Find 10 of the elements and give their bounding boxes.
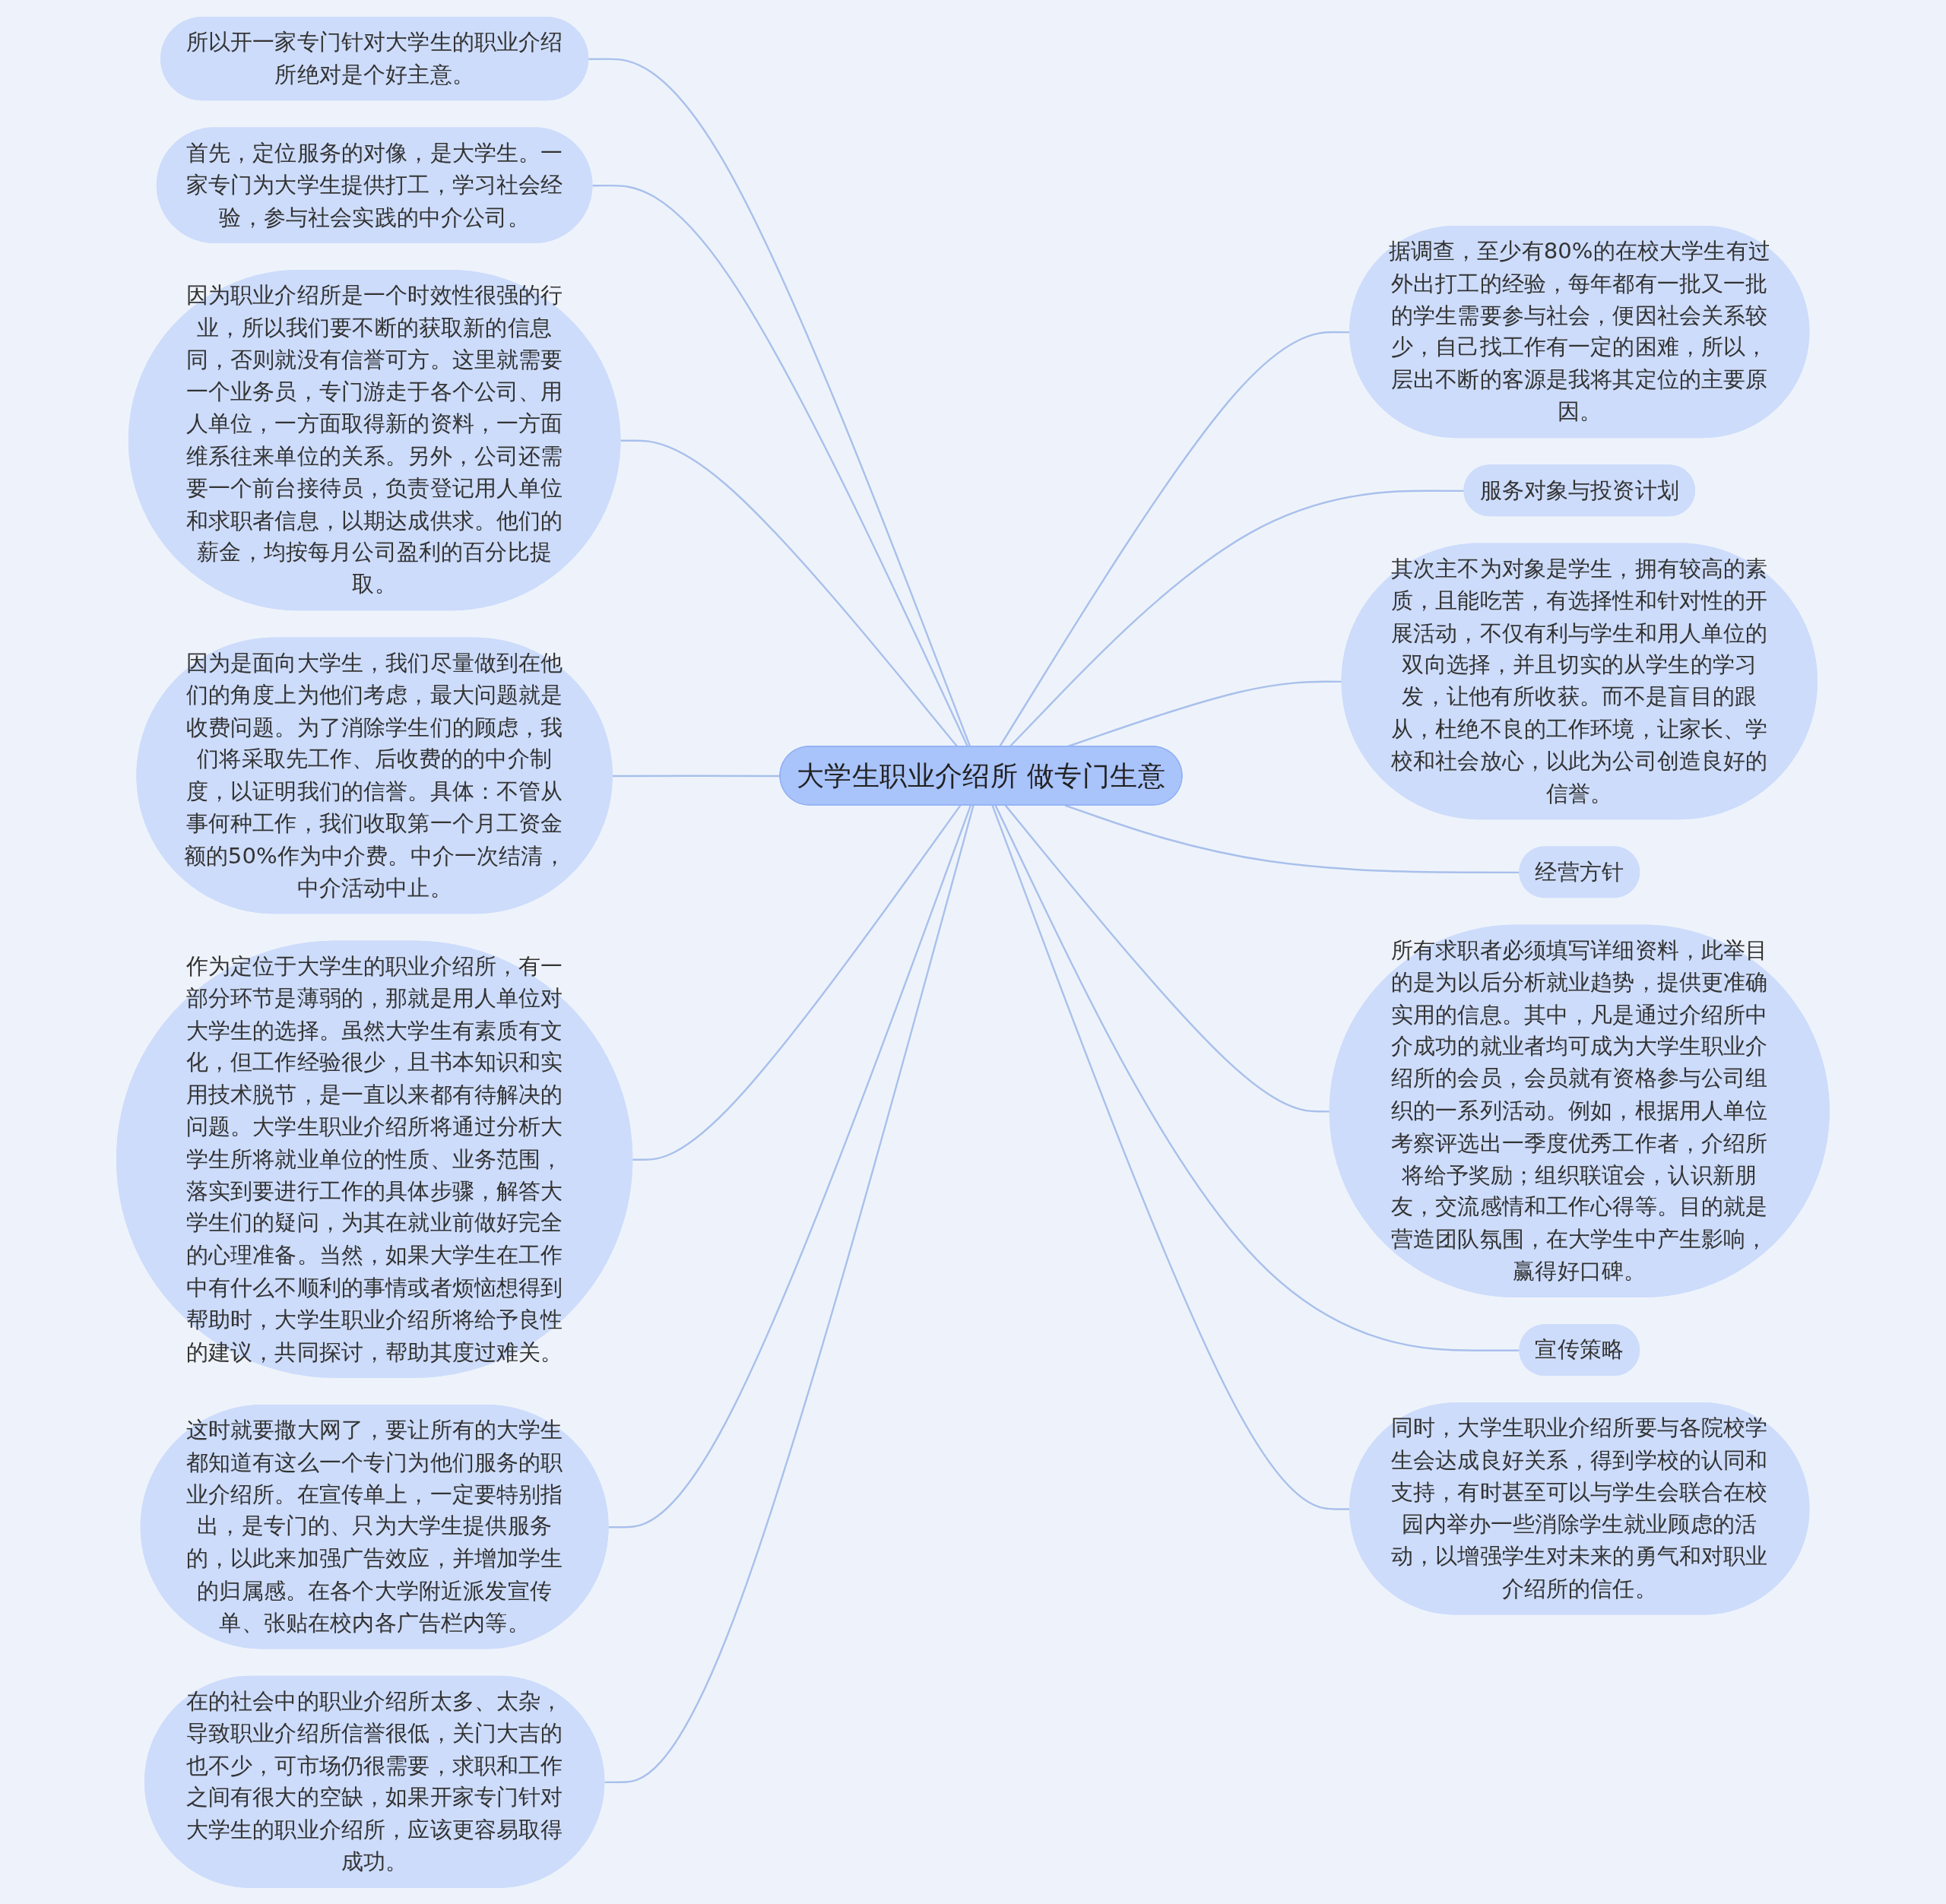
connector xyxy=(1064,804,1520,873)
connector xyxy=(612,774,781,777)
connector xyxy=(632,804,962,1161)
connector xyxy=(604,804,975,1783)
connector xyxy=(588,57,971,747)
connector xyxy=(592,184,969,747)
connector xyxy=(994,804,1520,1351)
connector xyxy=(620,439,959,747)
connector xyxy=(608,804,972,1529)
connector xyxy=(1009,489,1465,747)
